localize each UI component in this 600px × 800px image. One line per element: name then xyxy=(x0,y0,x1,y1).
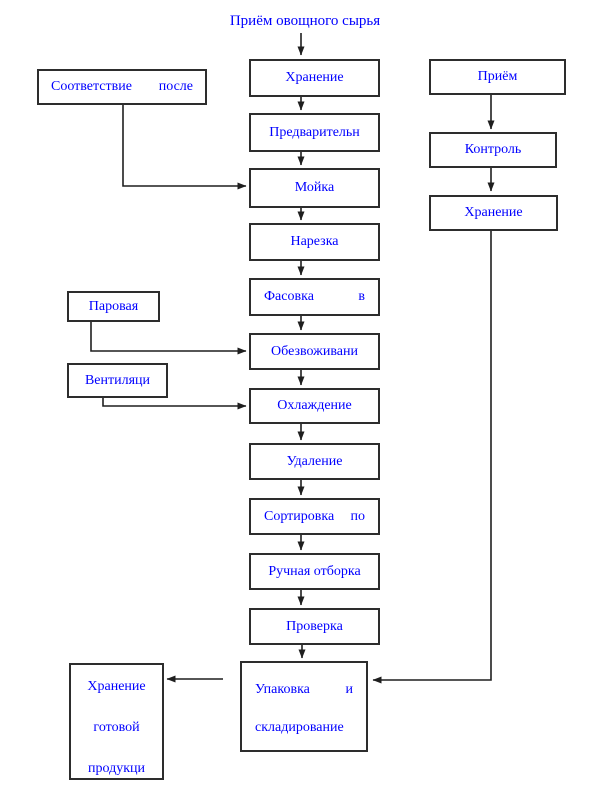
node-reception-right: Приём xyxy=(429,59,566,95)
node-storage-right: Хранение xyxy=(429,195,558,231)
node-packing-storage-word-left: Упаковка xyxy=(255,682,310,697)
node-dehydration: Обезвоживани xyxy=(249,333,380,370)
node-packing-storage-line1: Упаковка и xyxy=(255,671,353,709)
node-cutting-label: Нарезка xyxy=(290,234,339,249)
node-storage: Хранение xyxy=(249,59,380,97)
node-packing-storage-line2: складирование xyxy=(255,720,344,735)
node-portioning-label2: в xyxy=(358,289,365,304)
node-portioning: Фасовка в xyxy=(249,278,380,316)
node-pretreatment: Предварительн xyxy=(249,113,380,152)
node-control-right: Контроль xyxy=(429,132,557,168)
node-cooling: Охлаждение xyxy=(249,388,380,424)
node-washing-label: Мойка xyxy=(294,180,335,195)
node-sorting-label: Сортировка xyxy=(264,508,335,524)
node-portioning-label: Фасовка xyxy=(264,289,314,304)
node-cutting: Нарезка xyxy=(249,223,380,261)
node-steam-label: Паровая xyxy=(88,298,139,314)
node-ventilation: Вентиляци xyxy=(67,363,168,398)
node-dehydration-label: Обезвоживани xyxy=(271,343,358,359)
node-inspection-label: Проверка xyxy=(286,618,343,634)
node-sorting-label2: по xyxy=(350,508,366,524)
diagram-title: Приём овощного сырья xyxy=(229,13,381,29)
node-removal: Удаление xyxy=(249,443,380,480)
node-storage-right-label: Хранение xyxy=(464,205,523,220)
arrow-steam-to-dehydration xyxy=(90,322,247,355)
node-steam: Паровая xyxy=(67,291,160,322)
arrow-ventilation-to-cooling xyxy=(102,398,247,410)
node-inspection: Проверка xyxy=(249,608,380,645)
node-pretreatment-label: Предварительн xyxy=(269,124,360,140)
arrow-compliance-to-washing xyxy=(122,105,247,190)
node-compliance-word-left: Соответствие xyxy=(51,79,132,94)
node-ventilation-label: Вентиляци xyxy=(84,372,151,388)
node-control-right-label: Контроль xyxy=(464,142,522,157)
node-manual-selection-label: Ручная отборка xyxy=(268,563,361,579)
node-finished-goods-line1: Хранение xyxy=(87,679,146,694)
node-cooling-label: Охлаждение xyxy=(277,398,352,413)
node-packing-storage-word-right: и xyxy=(345,682,354,697)
node-compliance-word-right: после xyxy=(158,79,193,94)
node-finished-goods-line3: продукци xyxy=(88,761,145,776)
node-compliance: Соответствие после xyxy=(37,69,207,105)
node-removal-label: Удаление xyxy=(286,453,343,469)
node-finished-goods-storage: Хранение готовой продукци xyxy=(69,663,164,780)
node-storage-label: Хранение xyxy=(285,70,344,85)
arrow-storage-right-to-packing xyxy=(372,231,492,684)
node-reception-right-label: Приём xyxy=(477,69,518,84)
node-manual-selection: Ручная отборка xyxy=(249,553,380,590)
node-washing: Мойка xyxy=(249,168,380,208)
node-packing-storage: Упаковка и складирование xyxy=(240,661,368,752)
node-finished-goods-line2: готовой xyxy=(93,720,140,735)
node-sorting: Сортировка по xyxy=(249,498,380,535)
